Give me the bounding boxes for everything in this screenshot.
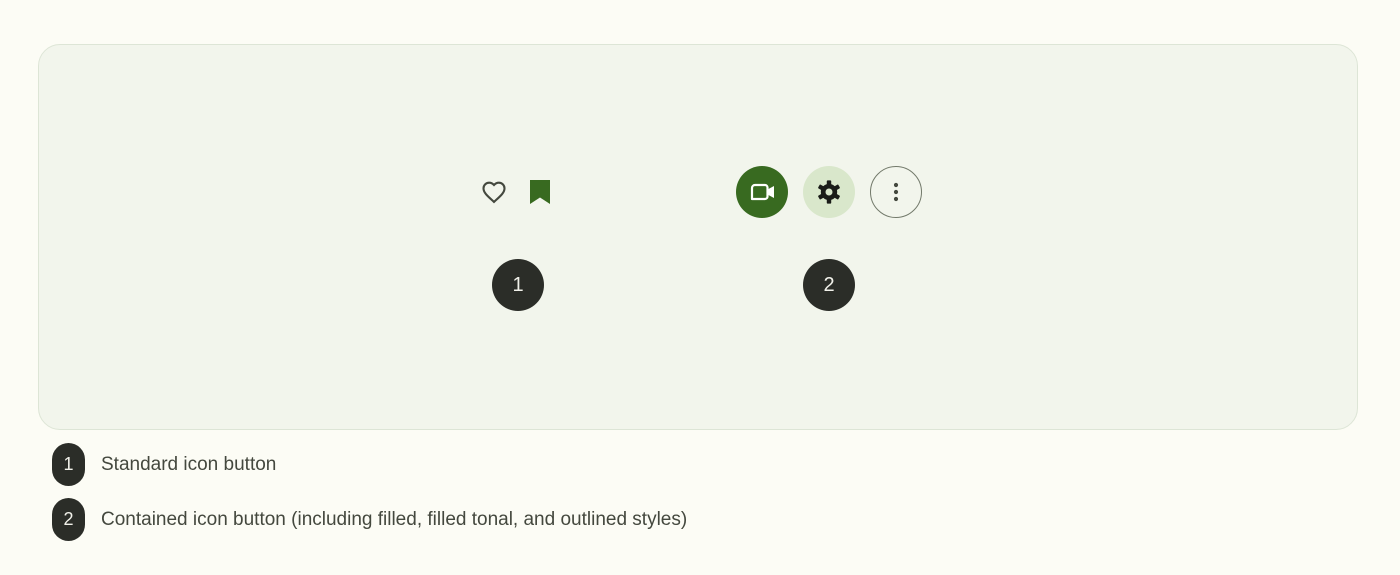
legend-text-contained: Contained icon button (including filled,…: [101, 508, 688, 530]
videocam-icon: [750, 183, 774, 201]
favorite-button[interactable]: [474, 172, 514, 212]
video-call-filled-button[interactable]: [736, 166, 788, 218]
more-vert-icon: [893, 182, 899, 202]
marker-2: 2: [803, 259, 855, 311]
legend-text-standard: Standard icon button: [101, 453, 277, 475]
bookmark-icon: [530, 180, 550, 204]
legend-item-standard: 1 Standard icon button: [52, 443, 276, 486]
marker-1: 1: [492, 259, 544, 311]
legend-badge-2: 2: [52, 498, 85, 541]
settings-icon: [818, 180, 840, 204]
legend-item-contained: 2 Contained icon button (including fille…: [52, 498, 687, 541]
more-options-outlined-button[interactable]: [870, 166, 922, 218]
legend-badge-1: 1: [52, 443, 85, 486]
heart-outline-icon: [482, 181, 506, 204]
settings-tonal-button[interactable]: [803, 166, 855, 218]
example-panel: 1 2: [38, 44, 1358, 430]
bookmark-button[interactable]: [520, 172, 560, 212]
